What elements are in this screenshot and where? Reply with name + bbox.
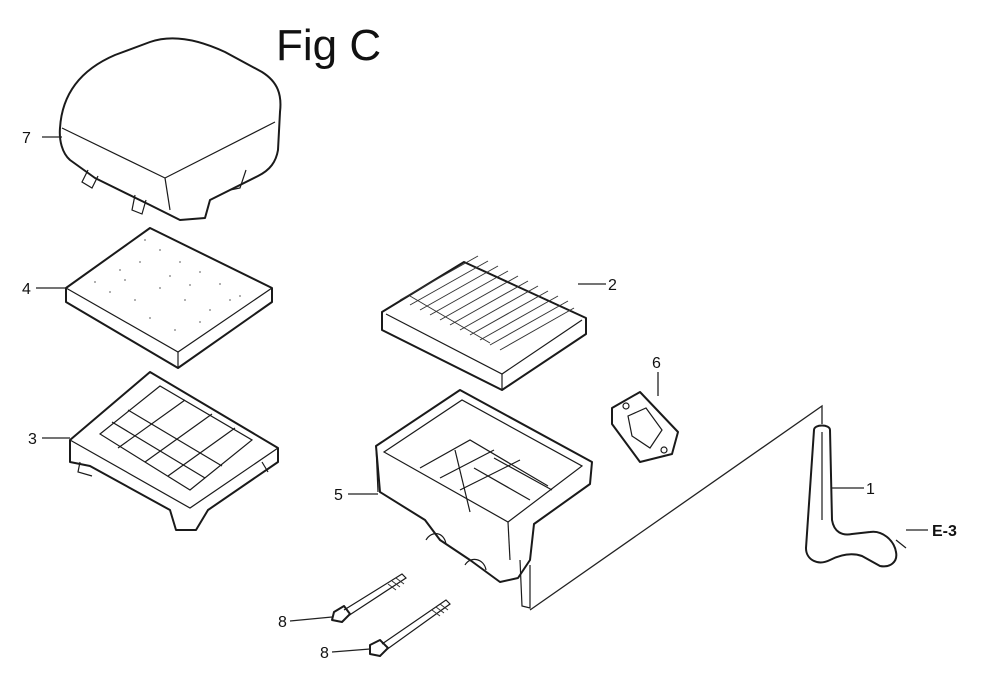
air-cleaner-case [375, 389, 593, 609]
callout-6: 6 [652, 355, 661, 372]
figure-title: Fig C [276, 21, 381, 70]
flange-bolt-upper [331, 573, 407, 623]
flange-bolt-lower [369, 599, 451, 657]
callout-8-upper: 8 [278, 614, 287, 631]
air-cleaner-cover [58, 37, 282, 221]
paper-filter-element [381, 255, 587, 391]
callout-7: 7 [22, 130, 31, 147]
callout-5: 5 [334, 487, 343, 504]
breather-tube [805, 424, 907, 568]
filter-holder [69, 371, 279, 531]
gasket [611, 391, 679, 463]
callout-8-lower: 8 [320, 645, 329, 662]
tube-routing-line [529, 404, 823, 611]
callout-2: 2 [608, 277, 617, 294]
callout-4: 4 [22, 281, 31, 298]
callout-1: 1 [866, 481, 875, 498]
foam-filter [65, 227, 273, 369]
figure-reference-label: E-3 [932, 523, 957, 540]
callout-3: 3 [28, 431, 37, 448]
leader-lines [36, 136, 928, 653]
